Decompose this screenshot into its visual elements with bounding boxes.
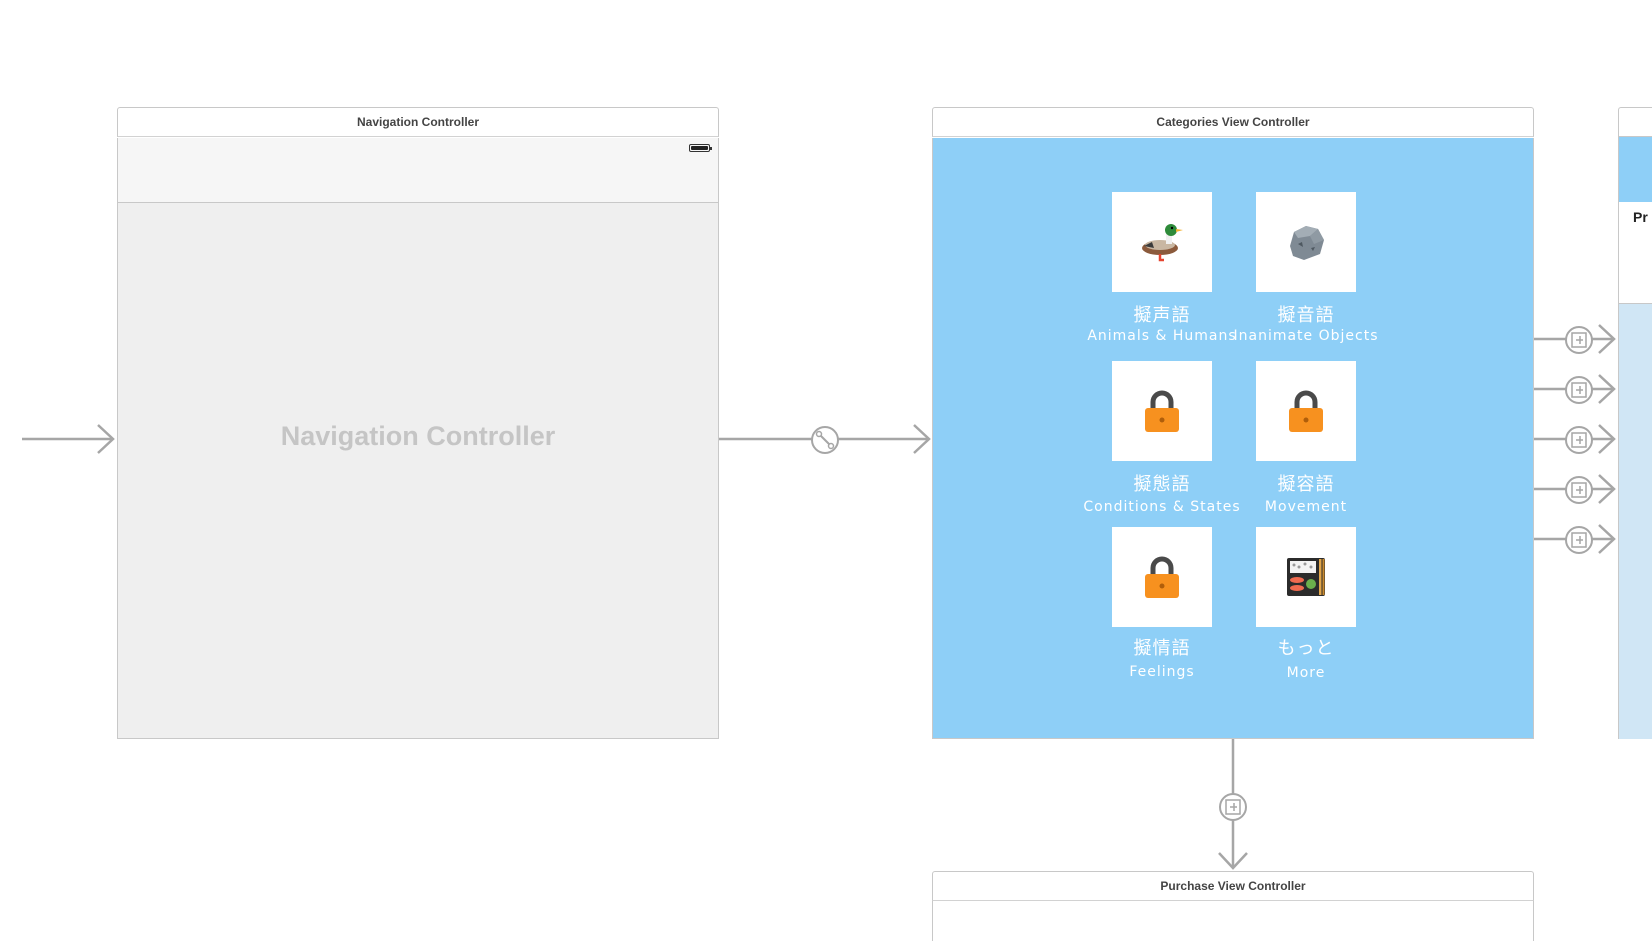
lock-icon bbox=[1145, 556, 1179, 598]
relationship-segue-icon[interactable] bbox=[811, 426, 839, 454]
category-tile-movement[interactable] bbox=[1256, 361, 1356, 461]
nav-controller-title: Navigation Controller bbox=[356, 115, 479, 129]
categories-controller-scene[interactable]: 擬声語 Animals & Humans 擬音語 Inanimate Objec… bbox=[932, 138, 1534, 739]
category-jp-label: 擬態語 bbox=[1133, 474, 1191, 495]
category-jp-label: 擬容語 bbox=[1277, 474, 1335, 495]
category-tile-conditions[interactable] bbox=[1112, 361, 1212, 461]
navigation-bar bbox=[118, 138, 718, 203]
show-segue-icon[interactable] bbox=[1565, 376, 1593, 404]
show-segue-icon[interactable] bbox=[1219, 793, 1247, 821]
entry-point-arrow[interactable] bbox=[97, 424, 115, 454]
category-jp-label: もっと bbox=[1277, 638, 1335, 659]
categories-controller-title: Categories View Controller bbox=[1156, 115, 1310, 129]
show-segue-icon[interactable] bbox=[1565, 426, 1593, 454]
category-en-label: Conditions & States bbox=[1083, 499, 1241, 515]
categories-controller-title-bar[interactable]: Categories View Controller bbox=[932, 107, 1534, 137]
bento-icon bbox=[1287, 558, 1325, 596]
category-tile-more[interactable] bbox=[1256, 527, 1356, 627]
lock-icon bbox=[1145, 390, 1179, 432]
purchase-controller-title: Purchase View Controller bbox=[1160, 879, 1306, 893]
right-controller-cell bbox=[1619, 202, 1652, 304]
category-jp-label: 擬音語 bbox=[1277, 305, 1335, 326]
rock-icon bbox=[1290, 226, 1324, 260]
nav-controller-title-bar[interactable]: Navigation Controller bbox=[117, 107, 719, 137]
category-jp-label: 擬情語 bbox=[1133, 638, 1191, 659]
category-tile-animals[interactable] bbox=[1112, 192, 1212, 292]
category-en-label: Feelings bbox=[1129, 664, 1195, 680]
category-en-label: Movement bbox=[1264, 499, 1348, 515]
nav-controller-scene[interactable]: Navigation Controller bbox=[117, 138, 719, 739]
lock-icon bbox=[1289, 390, 1323, 432]
right-controller-label: Pr bbox=[1633, 209, 1648, 225]
show-segue-icon[interactable] bbox=[1565, 526, 1593, 554]
purchase-controller-title-bar[interactable]: Purchase View Controller bbox=[932, 871, 1534, 901]
show-segue-icon[interactable] bbox=[1565, 476, 1593, 504]
show-segue-icon[interactable] bbox=[1565, 326, 1593, 354]
battery-icon bbox=[689, 144, 712, 152]
relationship-segue-arrowhead bbox=[913, 424, 931, 454]
category-en-label: More bbox=[1286, 665, 1326, 681]
nav-controller-placeholder: Navigation Controller bbox=[280, 421, 556, 451]
right-controller-header bbox=[1619, 137, 1652, 202]
category-en-label: Animals & Humans bbox=[1087, 328, 1237, 344]
right-controller-title-bar[interactable] bbox=[1618, 107, 1652, 137]
purchase-controller-scene[interactable] bbox=[932, 901, 1534, 941]
category-en-label: Inanimate Objects bbox=[1233, 328, 1379, 344]
category-tile-feelings[interactable] bbox=[1112, 527, 1212, 627]
category-jp-label: 擬声語 bbox=[1133, 305, 1191, 326]
duck-icon bbox=[1142, 224, 1183, 262]
category-tile-objects[interactable] bbox=[1256, 192, 1356, 292]
right-controller-scene[interactable]: Pr bbox=[1618, 137, 1652, 739]
